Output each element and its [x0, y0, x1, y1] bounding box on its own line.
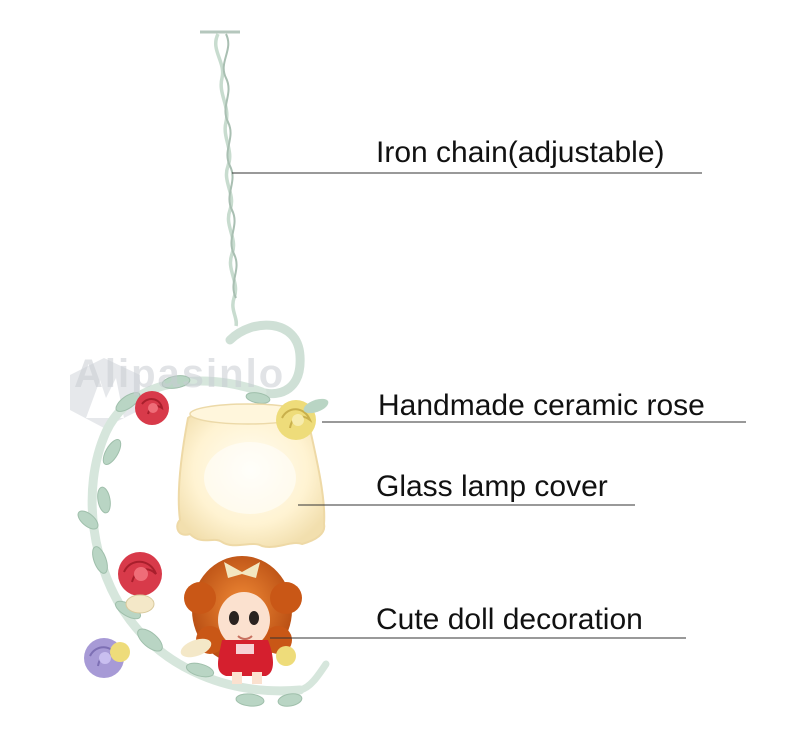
label-ceramic-rose: Handmade ceramic rose: [378, 389, 705, 422]
label-iron-chain: Iron chain(adjustable): [376, 136, 665, 169]
watermark-text: Alipasinlo: [74, 352, 286, 396]
label-glass-lamp-cover: Glass lamp cover: [376, 470, 608, 503]
doll-decoration: [180, 556, 302, 684]
rose-yellow: [276, 398, 329, 440]
rose-red-bottom: [118, 552, 162, 614]
rose-purple: [84, 638, 130, 678]
leader-lines: [232, 172, 746, 639]
frame-leaves: [77, 375, 303, 707]
label-doll-decoration: Cute doll decoration: [376, 603, 643, 636]
rose-red-top: [135, 391, 169, 425]
iron-chain: [214, 33, 239, 327]
